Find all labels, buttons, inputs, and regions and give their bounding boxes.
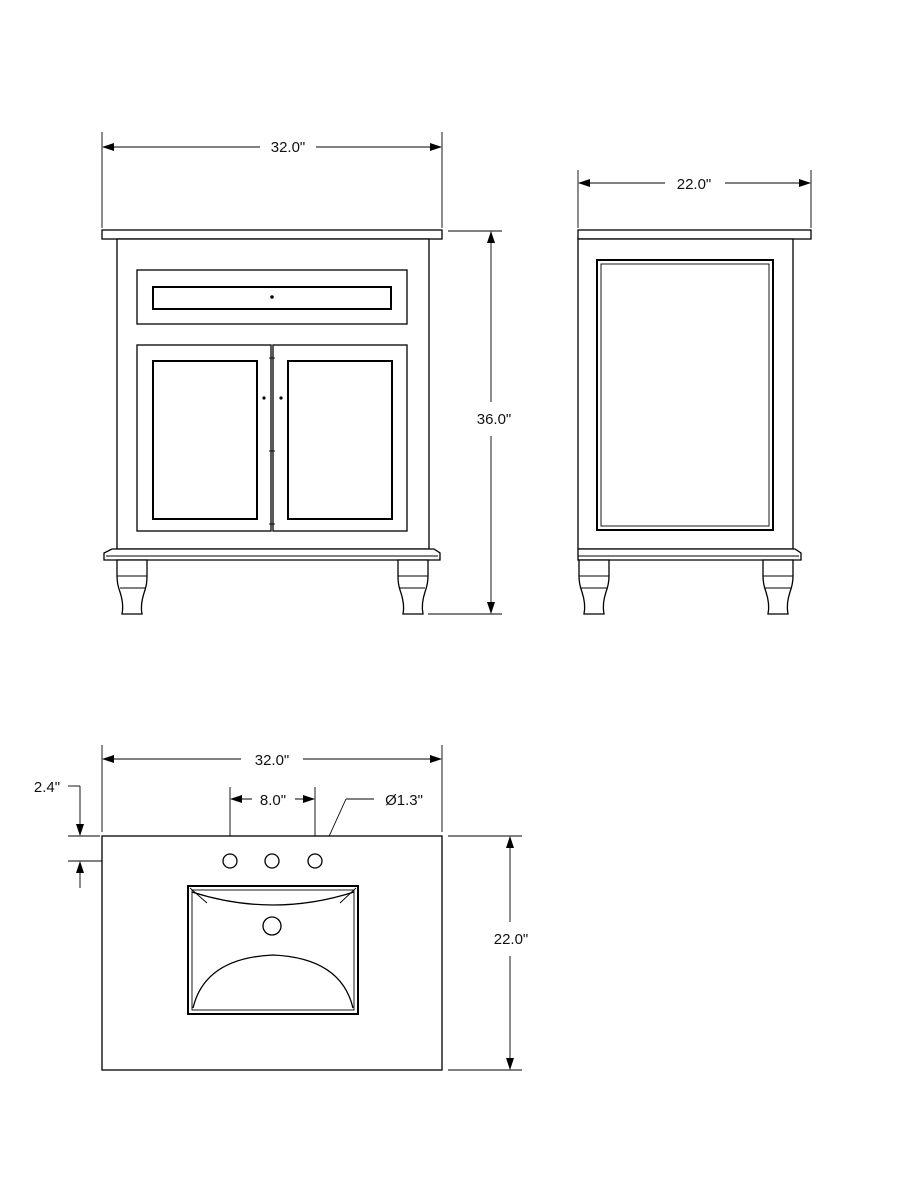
top-depth-dimension: 22.0" [448,835,529,1071]
top-depth-label: 22.0" [494,931,529,948]
right-door-panel [287,360,393,520]
right-door-knob [279,396,283,400]
top-width-dimension: 32.0" [101,745,443,832]
side-left-foot [578,559,610,615]
side-view: 22.0" [577,170,812,615]
left-door [136,344,272,532]
drawer-knob [270,295,274,299]
side-cabinet-body [577,238,794,550]
left-door-panel [152,360,258,520]
right-door [272,344,408,532]
front-height-dimension: 36.0" [428,230,512,615]
side-countertop [577,229,812,240]
top-countertop [101,835,443,1071]
side-panel-inner [600,263,770,527]
drawer-panel [152,286,392,310]
faucet-spread-label: 8.0" [260,792,286,809]
side-right-foot [762,559,794,615]
sink-basin [187,885,359,1015]
side-depth-dimension: 22.0" [577,170,812,228]
front-countertop [101,229,443,240]
side-base-plinth [577,548,802,561]
top-width-label: 32.0" [255,752,290,769]
top-view: 32.0" 22.0" 8.0" 2.4" [34,745,529,1071]
faucet-hole-right [307,853,323,869]
front-width-label: 32.0" [271,139,306,156]
side-panel-outer [596,259,774,531]
front-base-plinth [103,548,441,561]
front-left-foot [116,559,148,615]
front-height-label: 36.0" [477,411,512,428]
faucet-offset-label: 2.4" [34,779,60,796]
side-depth-label: 22.0" [677,176,712,193]
front-right-foot [397,559,429,615]
sink-drain [262,916,282,936]
front-view: 32.0" 36.0" [101,132,512,615]
faucet-hole-center [264,853,280,869]
hole-diameter-callout: Ø1.3" [320,792,423,855]
left-door-knob [262,396,266,400]
hole-diameter-label: Ø1.3" [385,792,423,809]
front-width-dimension: 32.0" [101,132,443,228]
faucet-hole-left [222,853,238,869]
